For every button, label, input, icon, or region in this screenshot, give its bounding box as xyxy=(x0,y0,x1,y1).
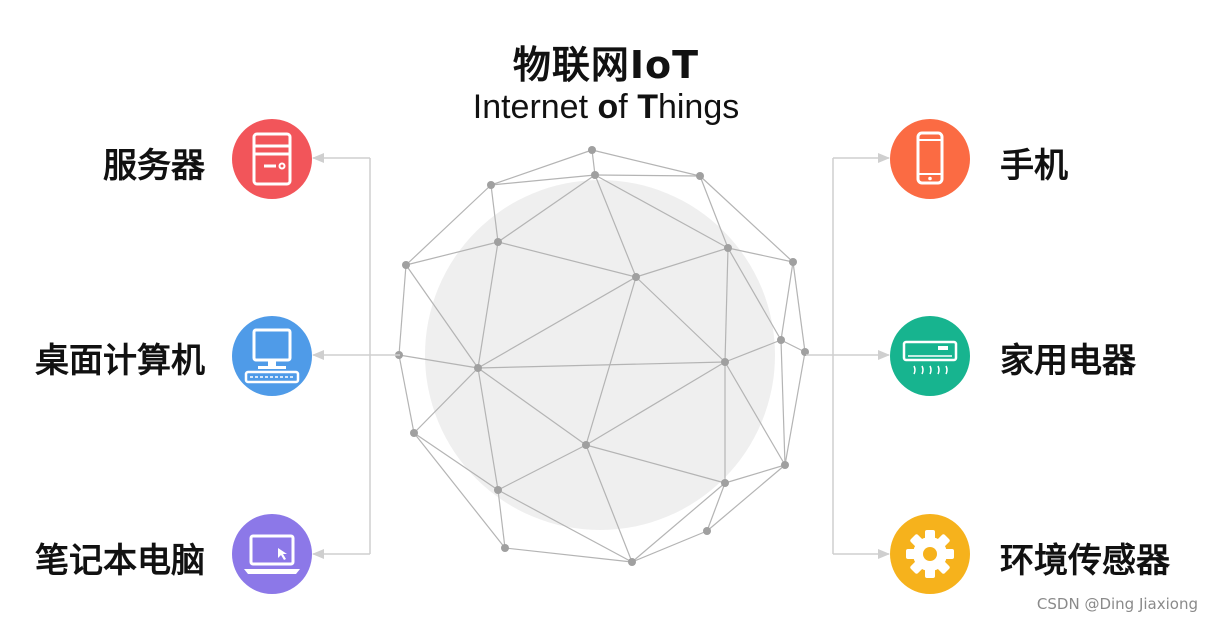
network-edge xyxy=(780,261,794,341)
network-node xyxy=(501,544,509,552)
watermark: CSDN @Ding Jiaxiong xyxy=(1036,595,1198,613)
network-edge xyxy=(724,339,782,363)
globe-background xyxy=(425,180,775,530)
network-edge xyxy=(497,489,633,563)
network-node xyxy=(777,336,785,344)
desktop-computer-icon xyxy=(232,316,312,396)
network-edge xyxy=(594,174,637,278)
laptop-icon xyxy=(232,514,312,594)
title-en-o: o xyxy=(597,88,619,126)
network-edge xyxy=(497,489,506,549)
label-home-appliance: 家用电器 xyxy=(1000,341,1136,381)
network-edge xyxy=(477,241,499,369)
network-edge xyxy=(699,175,729,249)
network-edge xyxy=(699,175,794,263)
network-node xyxy=(494,486,502,494)
title-en-rest2: f xyxy=(618,88,638,126)
network-edge xyxy=(594,174,701,177)
left-connectors xyxy=(312,153,400,559)
network-node xyxy=(696,172,704,180)
network-node xyxy=(591,171,599,179)
network-edge xyxy=(727,247,794,263)
network-edge xyxy=(490,184,499,243)
network-edge xyxy=(631,482,726,563)
title-english: Internet of Things xyxy=(0,88,1212,127)
network-edge xyxy=(585,276,637,446)
network-edge xyxy=(727,247,782,341)
network-node xyxy=(781,461,789,469)
network-node xyxy=(632,273,640,281)
network-edge xyxy=(398,264,407,356)
air-conditioner-icon xyxy=(890,316,970,396)
label-server: 服务器 xyxy=(103,146,205,186)
right-connectors xyxy=(806,153,890,559)
label-phone: 手机 xyxy=(1000,146,1068,186)
network-node xyxy=(789,258,797,266)
network-edge xyxy=(413,432,499,491)
label-laptop: 笔记本电脑 xyxy=(35,541,205,581)
network-edge xyxy=(780,339,786,466)
title-chinese: 物联网IoT xyxy=(512,43,700,87)
network-edge xyxy=(490,149,593,186)
network-edge xyxy=(477,276,637,369)
network-node xyxy=(801,348,809,356)
network-edge xyxy=(724,464,786,484)
network-edge xyxy=(405,241,499,266)
network-node xyxy=(582,441,590,449)
label-environment-sensor: 环境传感器 xyxy=(1000,541,1170,581)
network-edge xyxy=(585,361,726,446)
network-edges xyxy=(398,149,806,563)
network-edge xyxy=(497,174,596,243)
title-en-rest1: nternet xyxy=(482,88,598,126)
network-edge xyxy=(631,530,708,563)
network-node xyxy=(628,558,636,566)
network-edge xyxy=(585,444,726,484)
title-en-i: I xyxy=(472,88,483,126)
network-edge xyxy=(780,339,806,353)
network-edge xyxy=(635,276,726,363)
network-edge xyxy=(792,261,806,353)
network-edge xyxy=(504,547,633,563)
network-edge xyxy=(591,149,701,177)
network-edge xyxy=(784,351,806,466)
network-node xyxy=(588,146,596,154)
network-edge xyxy=(477,367,587,446)
network-edge xyxy=(724,247,729,363)
network-edge xyxy=(591,149,596,176)
network-node xyxy=(724,244,732,252)
network-node xyxy=(703,527,711,535)
network-edge xyxy=(405,184,492,266)
network-edge xyxy=(413,367,479,434)
label-desktop: 桌面计算机 xyxy=(35,341,205,381)
network-edge xyxy=(413,432,506,549)
gear-icon xyxy=(890,514,970,594)
network-node xyxy=(402,261,410,269)
network-node xyxy=(487,181,495,189)
network-node xyxy=(410,429,418,437)
network-edge xyxy=(398,354,479,369)
network-edge xyxy=(497,241,637,278)
server-icon xyxy=(232,119,312,199)
network-edge xyxy=(477,367,499,491)
network-edge xyxy=(477,361,726,369)
network-edge xyxy=(497,444,587,491)
network-node xyxy=(721,479,729,487)
network-edge xyxy=(724,361,786,466)
title-en-t: T xyxy=(637,88,658,126)
title-en-rest3: hings xyxy=(657,88,740,126)
network-edge xyxy=(398,354,415,434)
network-edge xyxy=(706,464,786,532)
network-edge xyxy=(594,174,729,249)
network-node xyxy=(494,238,502,246)
network-edge xyxy=(405,264,479,369)
network-edge xyxy=(490,174,596,186)
network-node xyxy=(721,358,729,366)
network-edge xyxy=(635,247,729,278)
network-node xyxy=(474,364,482,372)
network-edge xyxy=(706,482,726,532)
mobile-phone-icon xyxy=(890,119,970,199)
network-edge xyxy=(585,444,633,563)
